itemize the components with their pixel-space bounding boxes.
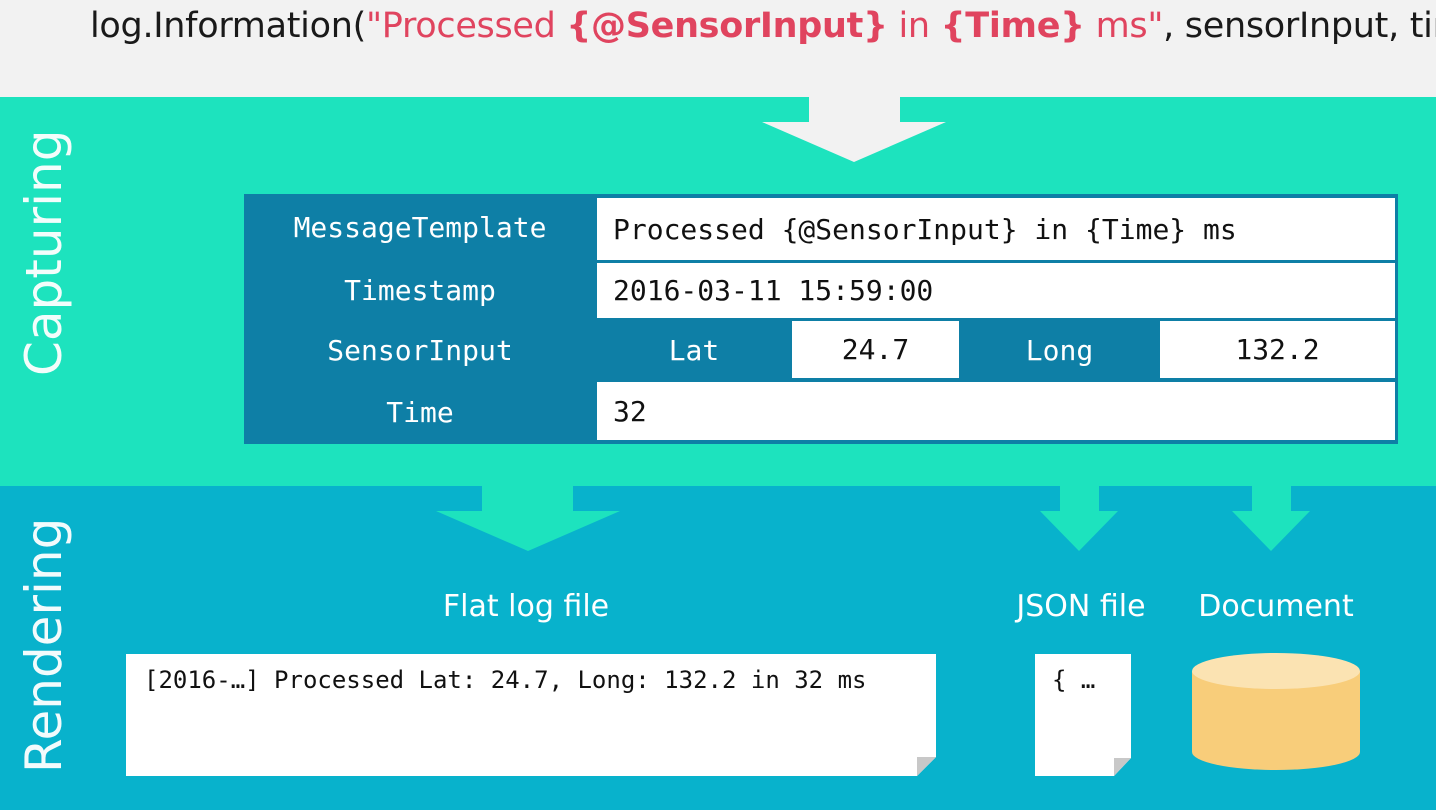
code-hole-time: {Time}	[940, 6, 1085, 46]
arrow-down-icon	[1040, 486, 1118, 551]
key-timestamp: Timestamp	[344, 273, 496, 307]
page-fold-icon	[1114, 758, 1131, 776]
key-lat: Lat	[668, 333, 720, 367]
document-label: Document	[1198, 589, 1354, 624]
log-call-code: log.Information("Processed {@SensorInput…	[90, 6, 1436, 46]
key-message-template: MessageTemplate	[293, 210, 547, 244]
code-string-part3: ms"	[1084, 6, 1164, 46]
code-hole-sensorinput: {@SensorInput}	[566, 6, 888, 46]
arrow-down-icon	[1232, 486, 1310, 551]
json-file-content: { …	[1052, 666, 1096, 694]
code-quote-open: "	[365, 6, 382, 46]
value-lat: 24.7	[792, 321, 959, 378]
key-time: Time	[386, 395, 454, 429]
code-string-part1: Processed	[381, 6, 567, 46]
code-band	[0, 0, 1436, 97]
page-fold-icon	[917, 757, 936, 776]
arrow-down-icon	[762, 97, 946, 162]
json-file-icon	[1035, 654, 1131, 776]
code-prefix: log.Information(	[90, 6, 366, 46]
arrow-down-icon	[436, 486, 620, 551]
code-string-part2: in	[887, 6, 941, 46]
value-time: 32	[597, 382, 1395, 440]
key-long: Long	[1025, 333, 1094, 367]
flat-log-file-label: Flat log file	[442, 589, 610, 624]
value-timestamp: 2016-03-11 15:59:00	[597, 263, 1395, 318]
flat-log-file-icon	[126, 654, 936, 776]
database-cylinder-icon	[1192, 653, 1360, 770]
value-message-template: Processed {@SensorInput} in {Time} ms	[597, 198, 1395, 260]
log-event-properties-table: MessageTemplate Processed {@SensorInput}…	[244, 194, 1398, 444]
value-long: 132.2	[1160, 321, 1395, 378]
json-file-label: JSON file	[1016, 589, 1146, 624]
code-suffix: , sensorInput, time)	[1163, 6, 1436, 46]
key-sensor-input: SensorInput	[327, 333, 513, 367]
flat-log-line: [2016-…] Processed Lat: 24.7, Long: 132.…	[144, 666, 867, 694]
